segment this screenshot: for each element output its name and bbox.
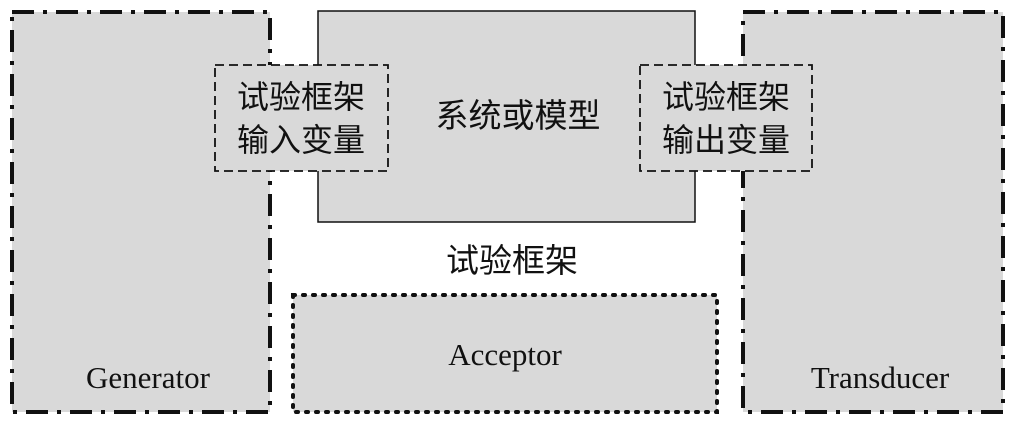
model-label: 系统或模型: [436, 96, 601, 135]
input-variables-block: 试验框架 输入变量: [214, 64, 389, 172]
generator-label: Generator: [86, 360, 211, 395]
output-variables-box: [639, 64, 813, 172]
acceptor-box: [291, 293, 719, 414]
experimental-frame-label: 试验框架: [446, 241, 578, 280]
acceptor-label: Acceptor: [448, 337, 562, 372]
output-variables-line1: 试验框架: [662, 78, 790, 116]
input-variables-box: [214, 64, 389, 172]
transducer-label: Transducer: [811, 360, 950, 395]
input-variables-line2: 输入变量: [237, 121, 365, 159]
output-variables-block: 试验框架 输出变量: [639, 64, 813, 172]
acceptor-block: Acceptor: [291, 293, 719, 414]
output-variables-line2: 输出变量: [662, 121, 790, 159]
input-variables-line1: 试验框架: [237, 78, 365, 116]
